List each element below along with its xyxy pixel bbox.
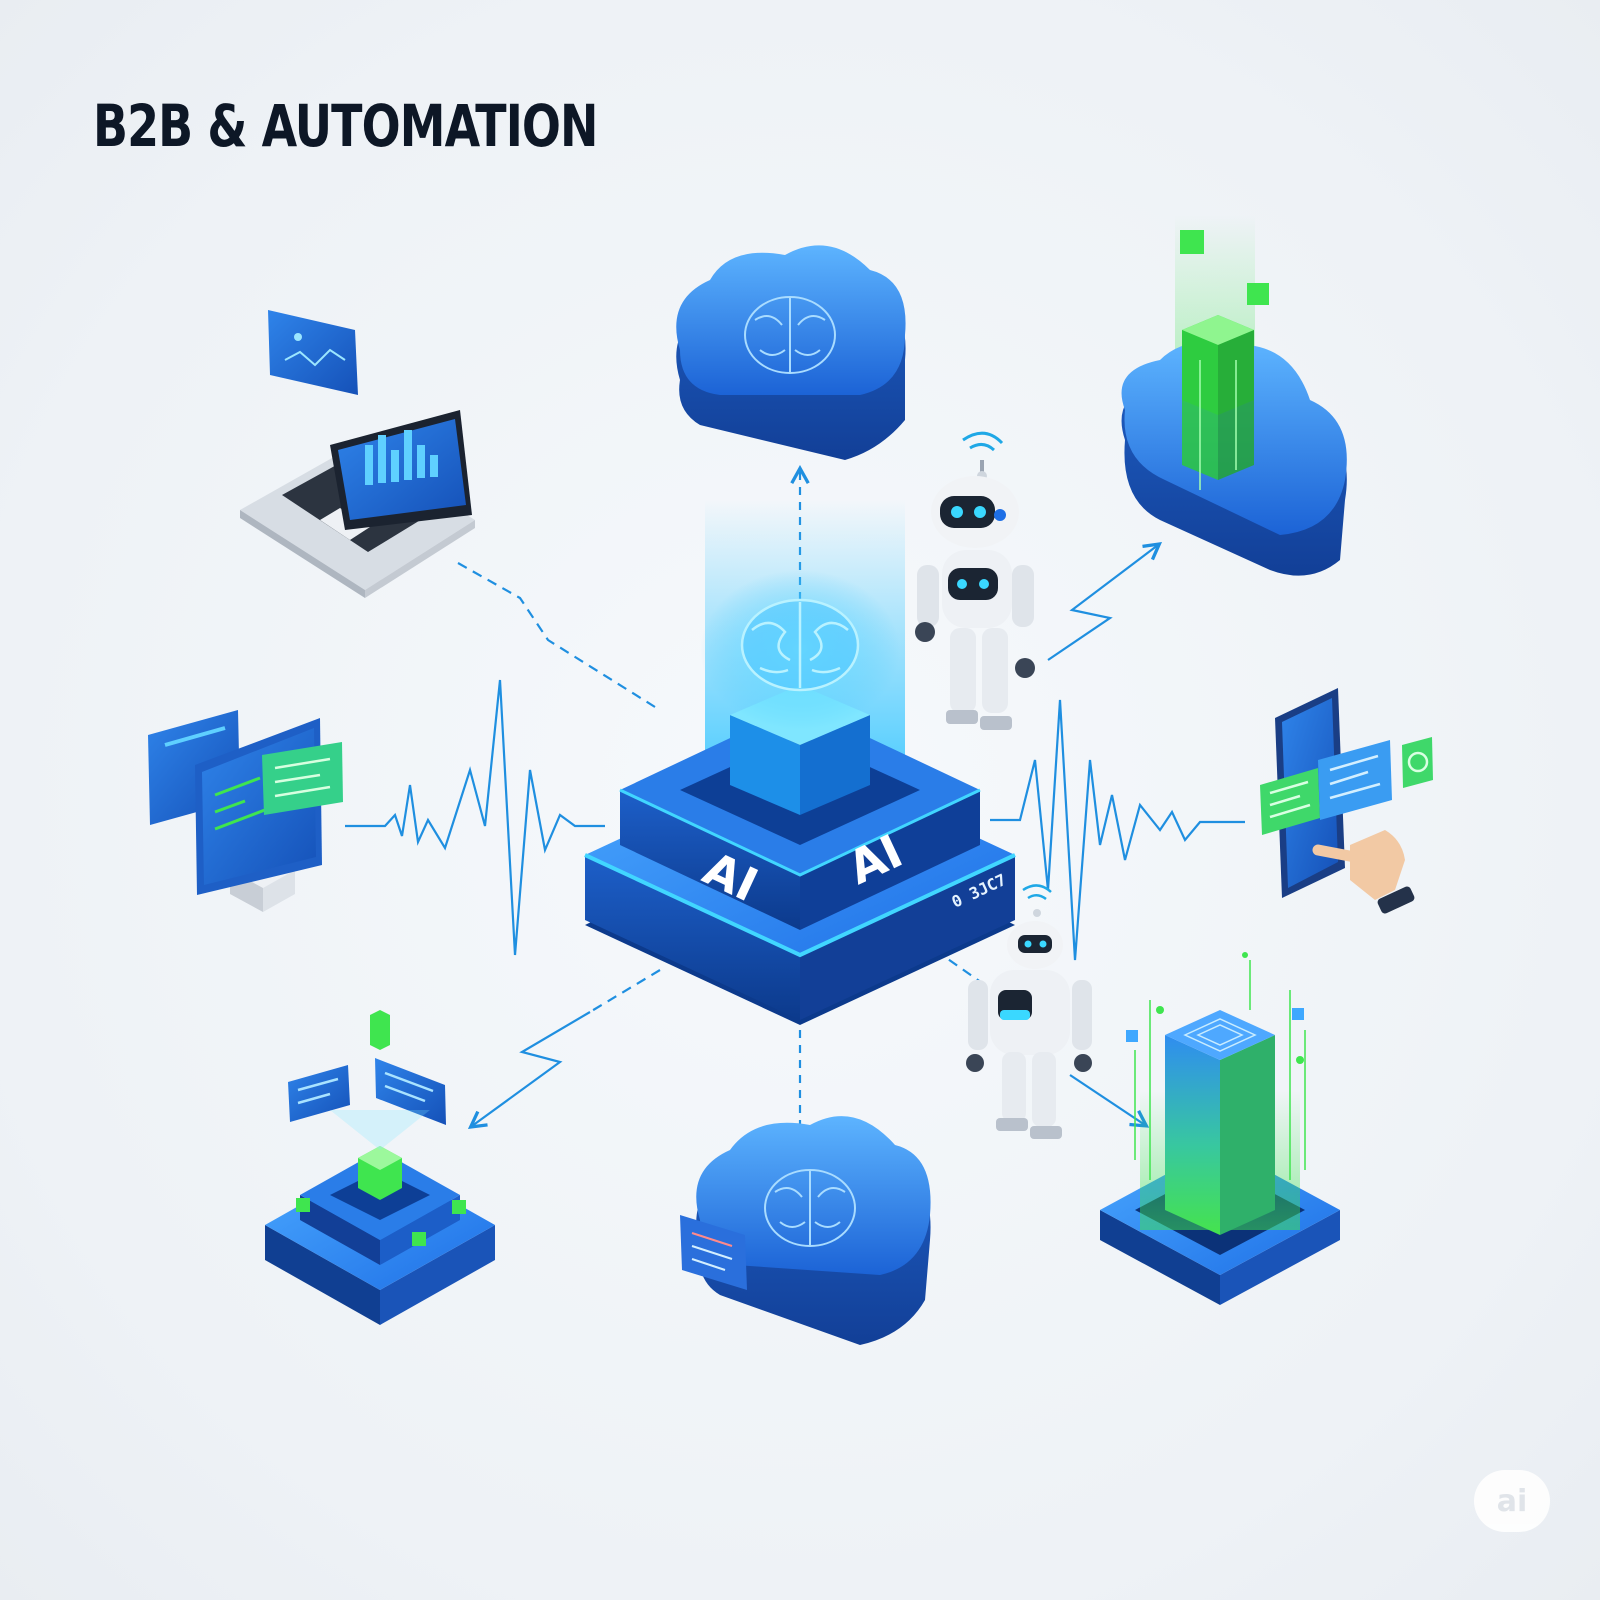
watermark-badge: ai bbox=[1474, 1470, 1550, 1532]
watermark-text: ai bbox=[1496, 1483, 1528, 1519]
arrow-link-server bbox=[1069, 1074, 1145, 1125]
robot-icon bbox=[915, 431, 1035, 730]
dashed-link-platform bbox=[589, 969, 661, 1013]
brain-icon bbox=[740, 598, 860, 692]
brain-cloud-icon bbox=[676, 245, 906, 460]
smartphone-touch-icon bbox=[1260, 688, 1433, 914]
ai-hub: AI AI 0 3JC7 bbox=[584, 500, 1016, 1025]
monitor-workstation-icon bbox=[148, 710, 343, 912]
laptop-dashboard-icon bbox=[240, 310, 475, 598]
arrow-link-platform bbox=[472, 1011, 591, 1126]
green-cube-platform-icon bbox=[265, 1010, 495, 1325]
page-title: B2B & AUTOMATION bbox=[93, 92, 598, 160]
pulse-line-left bbox=[345, 679, 605, 956]
pulse-line-right bbox=[990, 699, 1245, 961]
brain-cloud-icon bbox=[680, 1116, 931, 1345]
arrow-link-green-cloud bbox=[1047, 545, 1158, 661]
green-data-cloud-icon bbox=[1121, 215, 1347, 576]
robot-icon bbox=[966, 884, 1092, 1139]
dashed-link-laptop bbox=[457, 562, 656, 708]
server-tower-icon bbox=[1100, 952, 1340, 1305]
